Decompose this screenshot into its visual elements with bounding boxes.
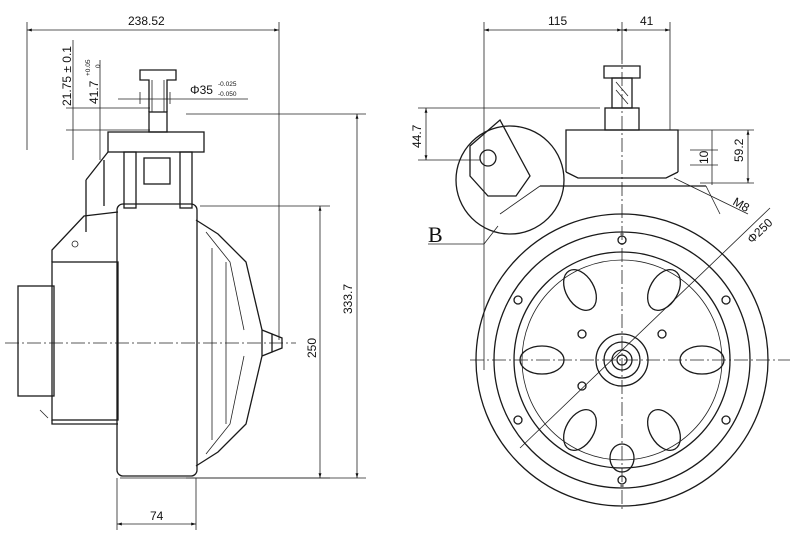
dim-74: 74 xyxy=(150,509,164,523)
dim-10: 10 xyxy=(697,150,711,164)
thread-m8: M8 xyxy=(731,194,753,215)
dim-phi-250: Φ250 xyxy=(744,215,775,246)
dim-41-7-tol-upper: +0.05 xyxy=(85,59,92,76)
dim-41-7: 41.7 xyxy=(87,80,101,104)
dim-44-7: 44.7 xyxy=(410,124,424,148)
dim-250: 250 xyxy=(305,338,319,358)
dim-115: 115 xyxy=(548,14,567,28)
dim-21-75: 21.75 ± 0.1 xyxy=(60,46,74,106)
front-view: 115 41 44.7 59.2 10 M8 Φ250 xyxy=(410,14,790,510)
dim-59-2: 59.2 xyxy=(732,138,746,162)
side-view: 238.52 333.7 250 74 21.75 ± 0.1 41.7 +0.… xyxy=(5,14,366,530)
bolts xyxy=(513,235,731,485)
dim-phi-35: Φ35 xyxy=(190,83,213,97)
dim-phi-35-tol-lower: -0.050 xyxy=(218,91,237,98)
dim-41: 41 xyxy=(640,14,654,28)
dim-238-52: 238.52 xyxy=(128,14,165,28)
vent-holes xyxy=(519,269,725,473)
dim-41-7-tol-lower: 0 xyxy=(95,64,102,68)
detail-label-b: B xyxy=(428,222,443,247)
dim-phi-35-tol-upper: -0.025 xyxy=(218,81,237,88)
dim-333-7: 333.7 xyxy=(341,284,355,314)
